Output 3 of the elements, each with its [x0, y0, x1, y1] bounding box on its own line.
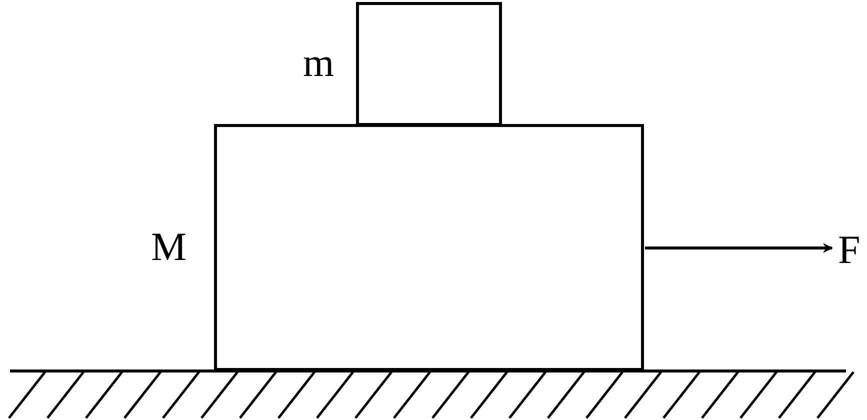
mass-label: M [151, 227, 187, 267]
force-label: F [838, 230, 860, 270]
mass-label: m [303, 43, 334, 83]
